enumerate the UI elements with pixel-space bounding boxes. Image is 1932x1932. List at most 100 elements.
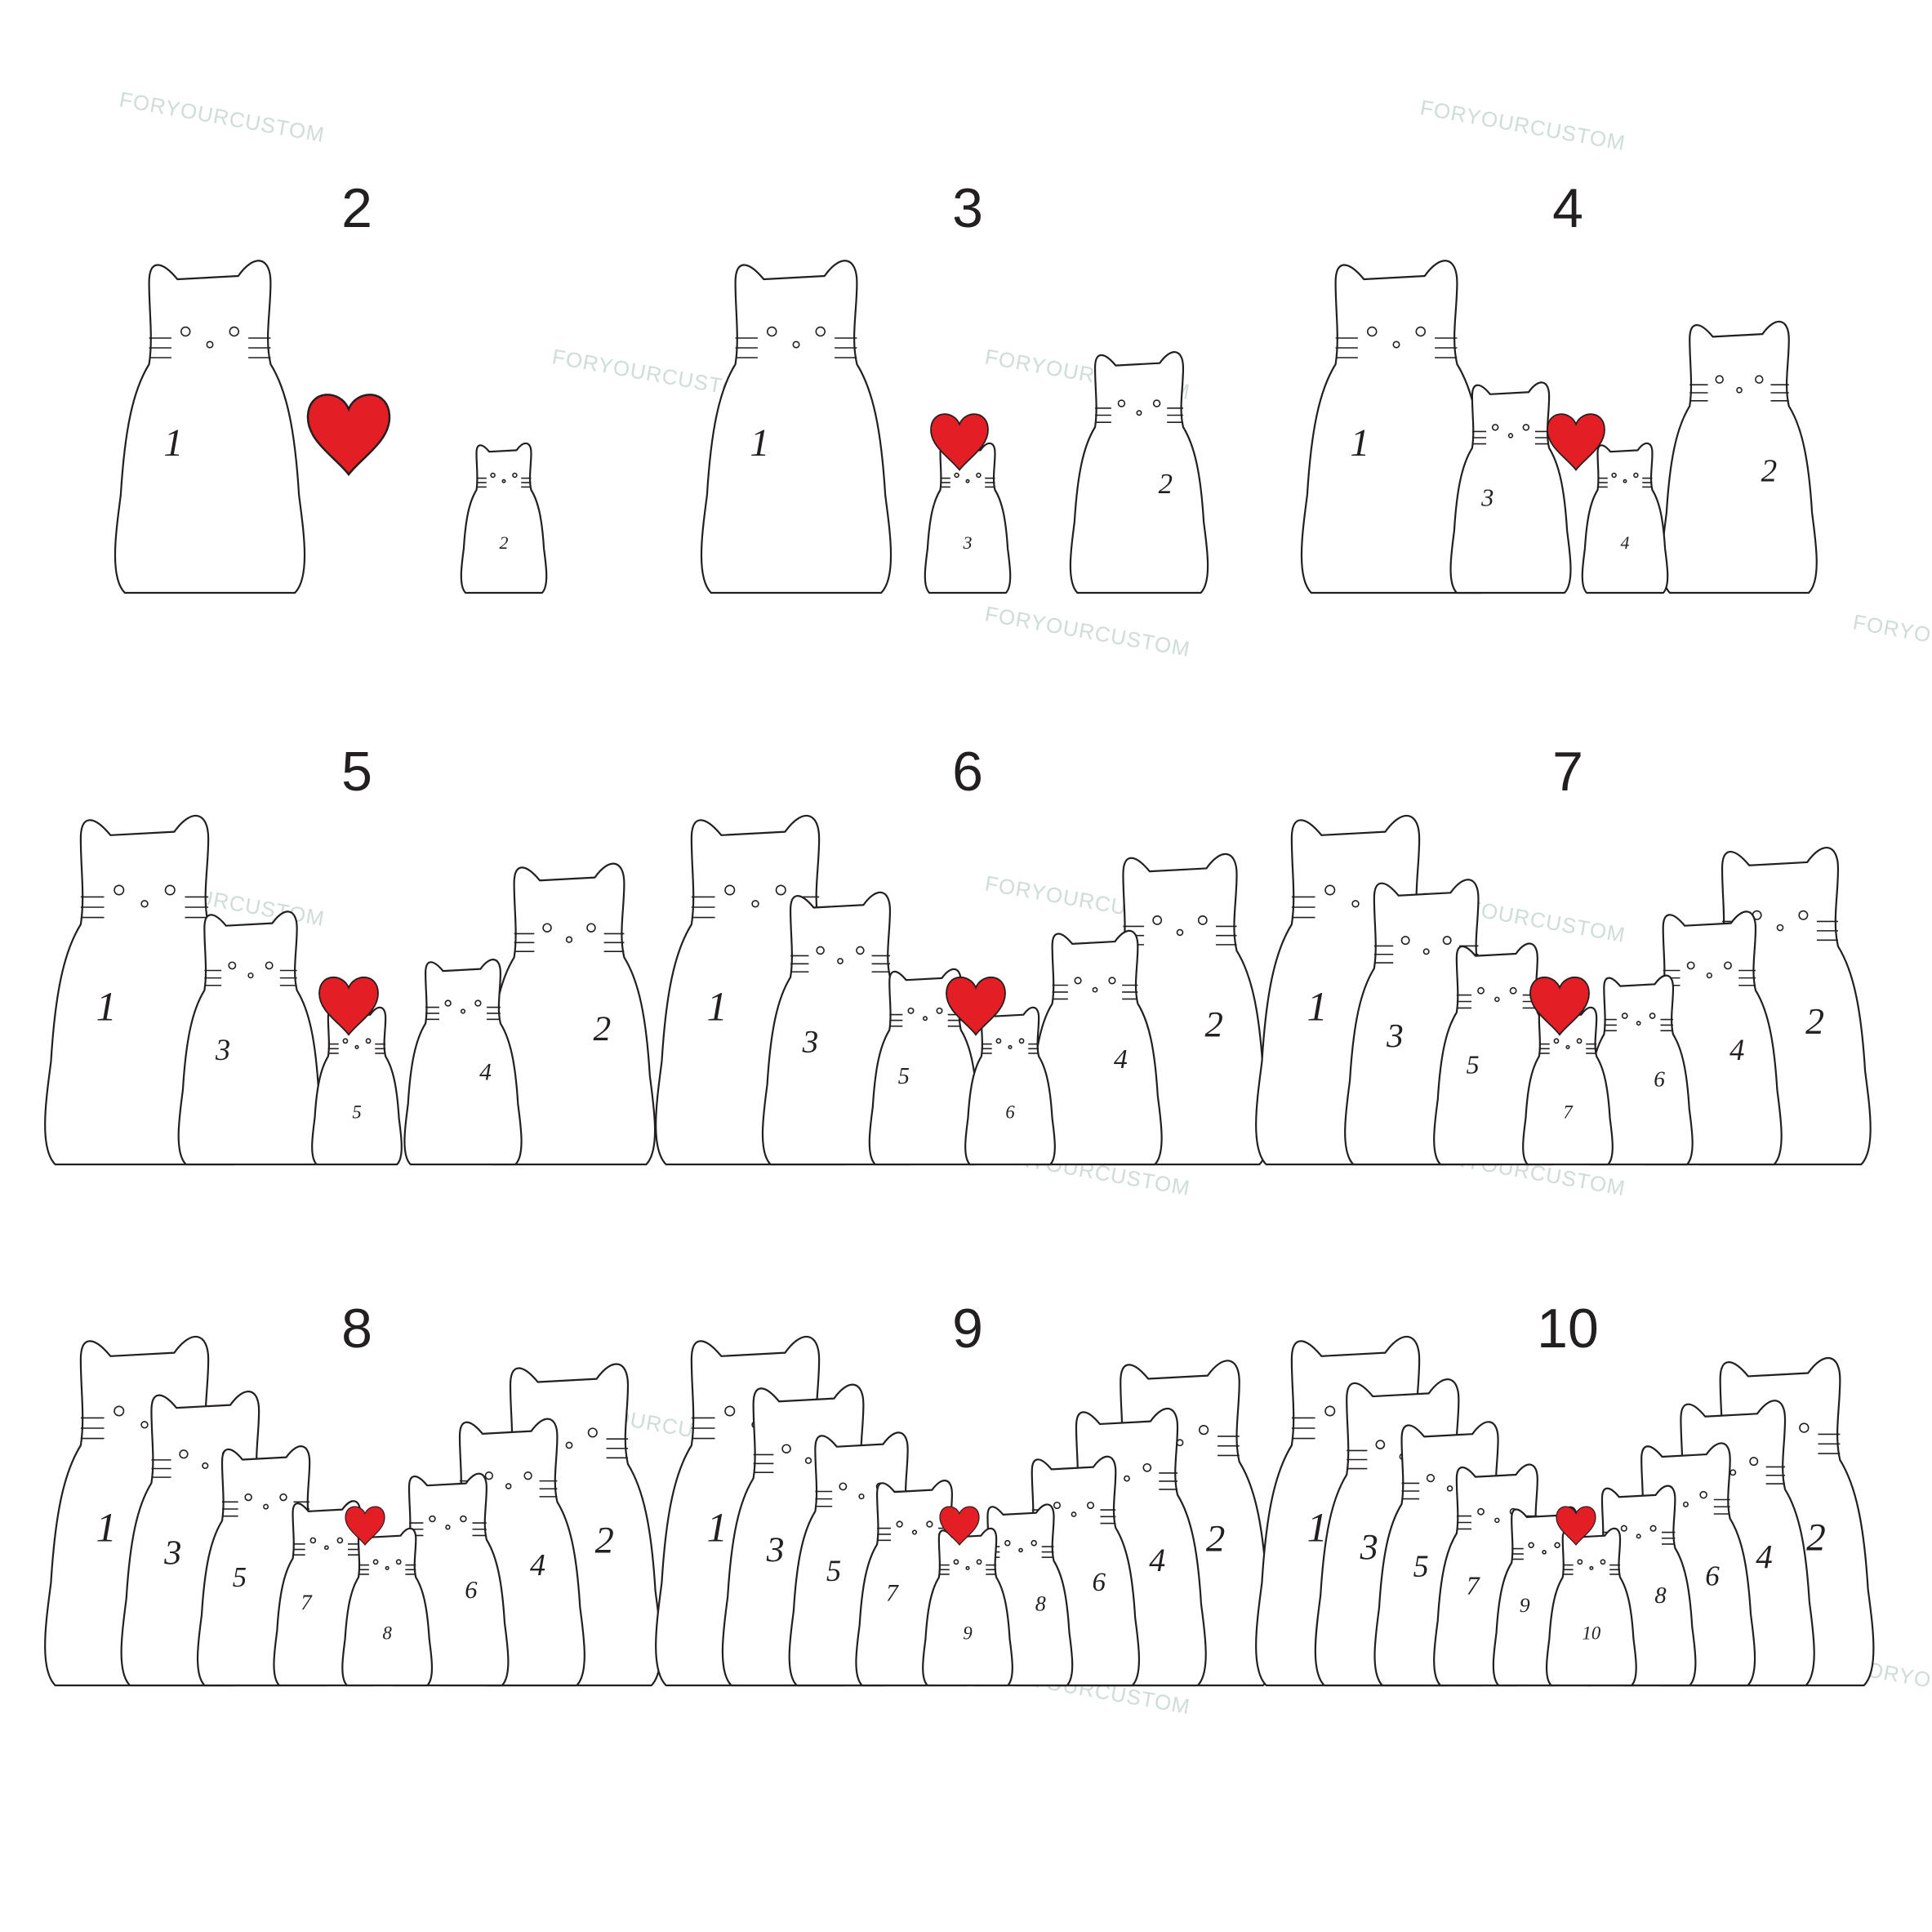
panel-title: 8 xyxy=(341,1298,372,1360)
panel-title: 2 xyxy=(341,177,372,239)
cat-number: 8 xyxy=(382,1623,392,1643)
heart-icon xyxy=(306,394,391,477)
cat-number: 7 xyxy=(886,1580,899,1606)
cat-number: 1 xyxy=(707,984,728,1030)
cat-number: 4 xyxy=(1114,1044,1128,1075)
heart-icon xyxy=(930,413,989,471)
cat-piece xyxy=(342,1529,432,1685)
cat-number: 5 xyxy=(352,1102,361,1122)
cat-number: 5 xyxy=(233,1562,247,1593)
panel-6 xyxy=(656,816,1268,1164)
cat-number: 4 xyxy=(479,1059,492,1085)
cat-number: 6 xyxy=(1092,1568,1106,1597)
cat-face xyxy=(982,1039,1039,1053)
cat-face xyxy=(790,946,890,972)
heart-icon xyxy=(1556,1506,1596,1546)
watermark-text: FORYOURCUSTOM xyxy=(1418,95,1627,155)
heart-icon xyxy=(345,1506,385,1546)
cat-number: 1 xyxy=(1307,1505,1328,1551)
cat-number: 3 xyxy=(1360,1527,1378,1567)
panel-3 xyxy=(701,260,1208,593)
cat-piece xyxy=(870,969,981,1164)
cat-face xyxy=(477,474,532,487)
cat-face xyxy=(81,885,208,917)
panel-9 xyxy=(656,1337,1272,1685)
panel-2 xyxy=(115,260,546,593)
cat-number: 1 xyxy=(163,421,183,465)
heart-icon xyxy=(939,1506,980,1546)
cat-face xyxy=(1336,327,1458,358)
cat-number: 3 xyxy=(215,1033,230,1066)
cat-number: 5 xyxy=(1467,1050,1480,1079)
cat-number: 2 xyxy=(1206,1518,1225,1560)
watermark-text: FORYOURCUSTOM xyxy=(118,87,327,147)
heart-icon xyxy=(946,976,1006,1036)
cat-layer xyxy=(45,260,1873,1685)
cat-number: 4 xyxy=(1756,1538,1773,1575)
cat-face xyxy=(736,327,857,358)
cat-number: 3 xyxy=(802,1023,819,1059)
panel-7 xyxy=(1256,816,1870,1164)
cat-number: 6 xyxy=(1705,1560,1720,1592)
cat-number: 1 xyxy=(1307,984,1328,1030)
cat-number: 9 xyxy=(963,1623,972,1643)
cat-number: 7 xyxy=(1467,1571,1481,1600)
cat-number: 3 xyxy=(1480,484,1494,512)
cat-piece xyxy=(1523,1008,1613,1164)
cat-piece xyxy=(115,260,305,593)
cat-face xyxy=(1604,1013,1673,1031)
heart-icon xyxy=(318,976,379,1036)
cat-number: 5 xyxy=(826,1554,841,1587)
cat-number: 4 xyxy=(1621,532,1630,553)
panel-title: 10 xyxy=(1537,1298,1599,1360)
cat-number: 4 xyxy=(530,1548,545,1583)
cat-number: 3 xyxy=(163,1534,181,1572)
cat-number: 4 xyxy=(1149,1542,1165,1578)
panel-title: 9 xyxy=(952,1298,983,1360)
cat-number: 2 xyxy=(1159,468,1173,500)
cat-piece xyxy=(923,1529,1013,1685)
cat-piece xyxy=(1583,443,1667,593)
cat-face xyxy=(941,474,995,487)
cat-number: 7 xyxy=(1563,1102,1574,1122)
heart-icon xyxy=(1547,413,1605,471)
cat-face xyxy=(514,924,625,951)
panel-8 xyxy=(45,1337,661,1685)
cat-number: 3 xyxy=(766,1530,785,1569)
cat-number: 2 xyxy=(500,532,509,553)
cat-number: 8 xyxy=(1654,1583,1667,1609)
cat-number: 8 xyxy=(1035,1591,1046,1615)
cat-face xyxy=(1539,1039,1596,1053)
cat-face xyxy=(204,962,296,986)
cat-number: 2 xyxy=(1805,1000,1824,1042)
cat-piece xyxy=(1662,322,1817,593)
cat-piece xyxy=(461,443,546,593)
cat-number: 1 xyxy=(707,1505,728,1551)
cat-piece xyxy=(179,911,323,1164)
heart-icon xyxy=(1529,976,1590,1036)
cat-number: 2 xyxy=(594,1009,612,1048)
cat-face xyxy=(358,1560,416,1574)
panel-4 xyxy=(1302,260,1817,593)
cat-face xyxy=(149,327,271,358)
cat-number: 6 xyxy=(1654,1066,1665,1091)
cat-number: 9 xyxy=(1520,1593,1530,1617)
cat-piece xyxy=(965,1008,1055,1164)
cat-piece xyxy=(312,1008,402,1164)
panel-title: 5 xyxy=(341,741,372,803)
panel-title: 3 xyxy=(952,177,983,239)
cat-number: 3 xyxy=(963,532,973,553)
cat-number: 3 xyxy=(1386,1017,1404,1054)
panel-title: 6 xyxy=(952,741,983,803)
cat-piece xyxy=(925,443,1010,593)
cat-number: 1 xyxy=(96,1505,117,1551)
cat-face xyxy=(1095,400,1183,422)
cat-face xyxy=(1598,474,1653,487)
cat-face xyxy=(425,1000,501,1019)
cat-number: 5 xyxy=(898,1064,910,1089)
panel-5 xyxy=(45,816,655,1164)
cat-face xyxy=(889,1008,960,1026)
cat-number: 2 xyxy=(595,1520,614,1561)
cat-face xyxy=(1689,376,1789,401)
